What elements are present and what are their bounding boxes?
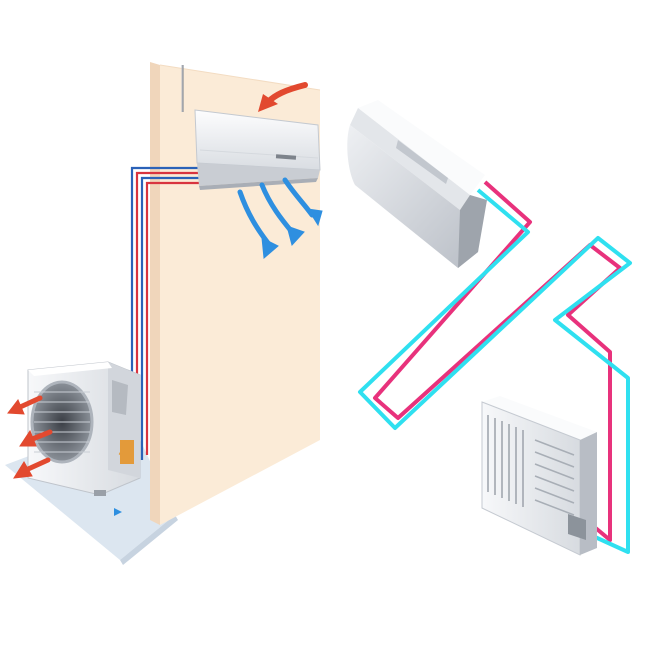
cool-air-arrows — [237, 177, 323, 260]
pipe-cyan — [358, 188, 632, 554]
drain-marker — [114, 508, 122, 516]
outdoor-unit-isometric — [481, 396, 597, 556]
pipe-magenta — [373, 180, 622, 542]
refrigerant-lines — [130, 65, 200, 470]
outdoor-grille — [487, 415, 524, 507]
exhaust-arrows — [7, 395, 126, 479]
outdoor-unit-left — [27, 361, 141, 496]
indoor-unit-isometric — [347, 100, 487, 268]
indoor-unit — [194, 109, 321, 190]
warm-air-arrow — [258, 82, 308, 112]
